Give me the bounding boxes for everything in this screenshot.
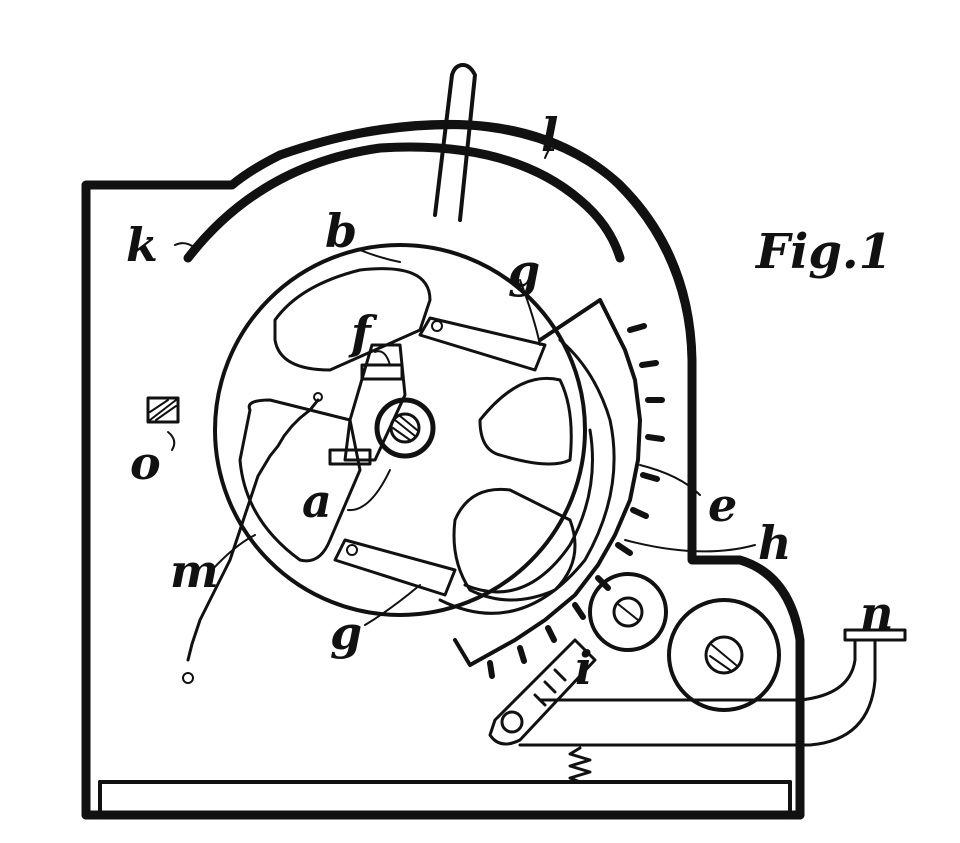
label-f: f: [351, 306, 371, 360]
figure-title: Fig.1: [756, 224, 892, 280]
pinion-i: [588, 572, 668, 652]
cover-arc: [183, 142, 625, 263]
label-k: k: [126, 218, 158, 272]
pawl-slot: [328, 343, 407, 466]
base-spring: [568, 746, 592, 784]
gear-large: [667, 598, 781, 712]
outlet-pipe: [518, 628, 907, 747]
spring-m: [182, 392, 323, 684]
label-h: h: [758, 516, 792, 570]
label-o: o: [130, 436, 161, 490]
link-arms: [333, 316, 547, 597]
label-n: n: [860, 586, 894, 640]
label-m: m: [170, 544, 219, 598]
housing-frame: [81, 119, 805, 820]
leader-lines: [167, 139, 756, 626]
label-i: i: [575, 641, 593, 695]
stop-block-o: [146, 396, 180, 424]
label-g-upper: g: [508, 244, 541, 298]
main-wheel: [213, 63, 587, 617]
label-e: e: [708, 478, 738, 532]
toothed-segment: [438, 298, 665, 679]
label-b: b: [325, 204, 358, 258]
label-a: a: [302, 474, 332, 528]
label-g-lower: g: [330, 606, 363, 660]
label-l: l: [541, 108, 559, 162]
